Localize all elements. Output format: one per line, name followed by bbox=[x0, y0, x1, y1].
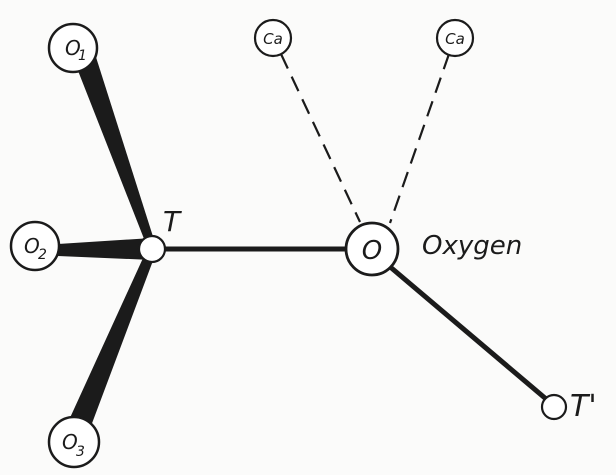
atom-ca-left-label: Ca bbox=[263, 30, 283, 48]
atom-t-label: T bbox=[163, 205, 182, 238]
bond-t-o1 bbox=[73, 54, 156, 249]
bond-ca-left-dashed bbox=[280, 53, 361, 223]
atom-ca-right-label: Ca bbox=[445, 30, 465, 48]
atom-o-center: O bbox=[344, 221, 400, 277]
atom-o3: O 3 bbox=[47, 415, 101, 469]
atom-o3-subscript: 3 bbox=[76, 444, 85, 460]
bond-t-o3 bbox=[69, 245, 157, 426]
oxygen-caption: Oxygen bbox=[422, 231, 522, 261]
atom-o1-subscript: 1 bbox=[78, 48, 87, 64]
bond-t-o2 bbox=[58, 238, 152, 260]
atom-ca-right: Ca bbox=[435, 18, 475, 58]
atom-o-center-label: O bbox=[362, 236, 382, 266]
atom-t-prime-label: T' bbox=[570, 389, 597, 424]
atom-t-prime bbox=[540, 393, 568, 421]
bond-ca-right-dashed bbox=[388, 53, 451, 224]
atom-o2: O 2 bbox=[9, 220, 61, 272]
atom-o1-label: O bbox=[65, 36, 81, 60]
atom-o2-label: O bbox=[24, 234, 40, 258]
atom-t bbox=[137, 234, 167, 264]
atom-o3-label: O bbox=[62, 430, 78, 454]
atom-ca-left: Ca bbox=[253, 18, 293, 58]
atom-o2-subscript: 2 bbox=[38, 247, 47, 263]
bond-o-t-prime bbox=[380, 258, 554, 406]
atom-o1: O 1 bbox=[47, 22, 99, 74]
